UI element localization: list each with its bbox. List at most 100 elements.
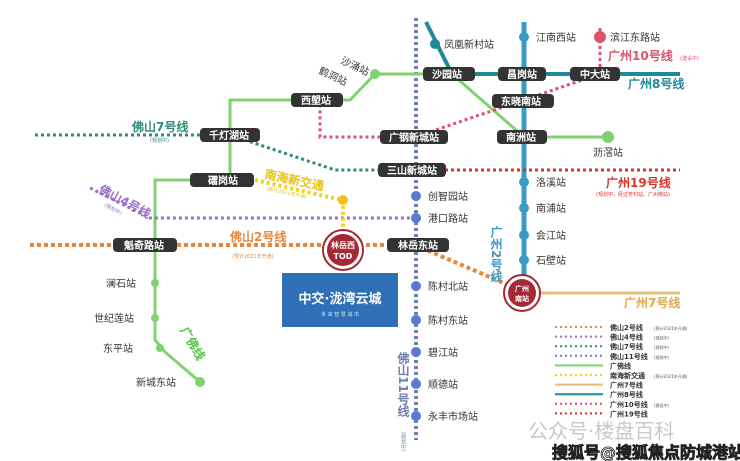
label-gz19-note: (规划中，经过芳村站、广州南站) bbox=[596, 191, 670, 198]
station-yongfeng: 永丰市场站 bbox=[428, 410, 478, 423]
svg-text:魁奇路站: 魁奇路站 bbox=[124, 239, 164, 252]
legend-label: 广州19号线 bbox=[610, 409, 648, 418]
svg-text:林岳东站: 林岳东站 bbox=[398, 239, 438, 252]
station-shijilian: 世纪莲站 bbox=[94, 312, 134, 325]
svg-text:南洲站: 南洲站 bbox=[506, 131, 536, 144]
station-lijiao: 沥滘站 bbox=[593, 146, 623, 159]
guangfo-station-dots bbox=[151, 69, 614, 387]
station-nanpu: 南浦站 bbox=[536, 202, 566, 215]
legend-label: 佛山11号线 bbox=[609, 352, 648, 361]
lines bbox=[30, 18, 680, 440]
legend-note: (规划中) bbox=[654, 354, 670, 360]
interchange-leigang: 礌岗站 bbox=[190, 173, 254, 187]
interchange-qiandenghu: 千灯湖站 bbox=[200, 128, 260, 142]
project-name: 中交·泷湾云城 bbox=[299, 291, 382, 307]
station-shibi: 石壁站 bbox=[536, 254, 566, 267]
svg-text:广钢新城站: 广钢新城站 bbox=[389, 131, 439, 144]
hub-guangzhou-south: 广州 南站 bbox=[503, 274, 541, 312]
interchange-dongxiaonan: 东晓南站 bbox=[492, 94, 554, 108]
interchange-changgang: 昌岗站 bbox=[498, 67, 546, 81]
svg-text:东晓南站: 东晓南站 bbox=[501, 95, 541, 108]
dot-binjiang bbox=[594, 31, 606, 43]
svg-text:西塱站: 西塱站 bbox=[301, 94, 331, 107]
legend-label: 佛山7号线 bbox=[609, 342, 643, 351]
station-gangkou: 港口路站 bbox=[428, 212, 468, 225]
interchange-xilang: 西塱站 bbox=[291, 93, 343, 107]
label-gz10-note: (建设中) bbox=[680, 55, 699, 62]
nanhai-tram-line bbox=[254, 178, 345, 235]
hub-linyuexi-name: 林岳西 bbox=[331, 240, 355, 250]
label-gz19: 广州19号线 bbox=[606, 175, 671, 190]
interchange-guanggang: 广钢新城站 bbox=[380, 130, 448, 144]
project-logo: 中交·泷湾云城 未 来 智 慧 城 市 bbox=[282, 273, 398, 327]
legend-item: 佛山4号线 (规划中) bbox=[555, 333, 670, 342]
legend-item: 广州8号线 bbox=[555, 390, 643, 399]
sohu-watermark: 搜狐号@搜狐焦点防城港站 bbox=[552, 443, 740, 461]
station-chuangzhi: 创智园站 bbox=[428, 190, 468, 203]
hub-linyuexi-sub: TOD bbox=[334, 252, 353, 261]
svg-text:礌岗站: 礌岗站 bbox=[207, 174, 238, 187]
label-fs4: 佛山4号线 bbox=[96, 181, 154, 221]
gz2-station-dots bbox=[519, 32, 529, 265]
station-chencundong: 陈村东站 bbox=[428, 314, 468, 327]
legend-label: 广佛线 bbox=[610, 361, 631, 370]
station-chencunbei: 陈村北站 bbox=[428, 280, 468, 293]
interchange-sanshan: 三山新城站 bbox=[378, 163, 446, 177]
legend-item: 佛山11号线 (规划中) bbox=[555, 352, 670, 361]
station-jiangnanxi: 江南西站 bbox=[536, 31, 576, 44]
station-dongping: 东平站 bbox=[103, 342, 133, 355]
legend-label: 南海新交通 bbox=[610, 371, 646, 380]
interchange-linyuedong: 林岳东站 bbox=[387, 238, 449, 252]
interchange-nanzhou: 南洲站 bbox=[497, 130, 547, 144]
foshan-7-line bbox=[35, 133, 415, 172]
wechat-watermark: 公众号·楼盘百科 bbox=[528, 419, 674, 443]
legend-note: (规划中) bbox=[654, 344, 670, 350]
legend-note: (预计2021年开通) bbox=[654, 373, 688, 379]
legend-label: 广州10号线 bbox=[610, 400, 648, 409]
label-fs7-note: (规划中) bbox=[150, 137, 169, 144]
station-lanshi: 澜石站 bbox=[106, 277, 136, 290]
foshan-4-line bbox=[89, 186, 416, 220]
legend-item: 南海新交通 (预计2021年开通) bbox=[555, 371, 688, 380]
legend-item: 广州7号线 bbox=[555, 381, 643, 390]
guangfo-line bbox=[375, 72, 608, 139]
legend-label: 广州7号线 bbox=[610, 381, 643, 390]
label-guangfo: 广佛线 bbox=[177, 324, 208, 363]
hub-gznan-name: 广州 bbox=[515, 284, 529, 293]
legend-label: 广州8号线 bbox=[610, 390, 643, 399]
svg-text:三山新城站: 三山新城站 bbox=[387, 164, 437, 177]
station-shachong: 沙涌站 bbox=[339, 54, 372, 78]
dot-fenghuang bbox=[430, 39, 440, 49]
legend-item: 广佛线 bbox=[555, 361, 631, 370]
label-fs2: 佛山2号线 bbox=[229, 229, 286, 244]
hub-gznan-sub: 南站 bbox=[515, 294, 529, 303]
hub-linyuexi: 林岳西 TOD bbox=[322, 229, 364, 271]
svg-text:沙园站: 沙园站 bbox=[432, 68, 462, 81]
svg-text:千灯湖站: 千灯湖站 bbox=[209, 129, 249, 142]
station-binjiang: 滨江东路站 bbox=[610, 31, 660, 44]
legend-note: (建设中) bbox=[654, 402, 670, 408]
legend-item: 广州10号线 (建设中) bbox=[555, 400, 670, 409]
station-bijiang: 碧江站 bbox=[428, 346, 458, 359]
svg-text:中大站: 中大站 bbox=[580, 68, 610, 81]
station-xinchengdong: 新城东站 bbox=[136, 376, 176, 389]
interchange-zhongda: 中大站 bbox=[570, 67, 620, 81]
svg-text:昌岗站: 昌岗站 bbox=[507, 68, 537, 81]
label-gz10: 广州10号线 bbox=[608, 48, 673, 63]
station-luoxi: 洛溪站 bbox=[536, 176, 566, 189]
label-gz7: 广州7号线 bbox=[624, 295, 680, 310]
label-fs11-note: (规划中) bbox=[400, 432, 406, 451]
interchange-stations: 沙园站 昌岗站 中大站 西塱站 东晓南站 广钢新城站 南洲站 千灯湖站 礌岗站 … bbox=[113, 67, 620, 252]
legend-note: (规划中) bbox=[654, 335, 670, 341]
legend-label: 佛山4号线 bbox=[609, 333, 643, 342]
station-fenghuang: 凤凰新村站 bbox=[444, 38, 494, 51]
legend-label: 佛山2号线 bbox=[609, 323, 643, 332]
interchange-kuiqi: 魁奇路站 bbox=[113, 238, 177, 252]
legend-item: 广州19号线 bbox=[555, 409, 648, 418]
legend-item: 佛山7号线 (规划中) bbox=[555, 342, 670, 351]
interchange-shayuan: 沙园站 bbox=[423, 67, 475, 81]
legend: 佛山2号线(预计2021年开通)佛山4号线(规划中)佛山7号线(规划中)佛山11… bbox=[555, 323, 688, 418]
nanhai-tram-end bbox=[338, 195, 348, 205]
station-shunde: 顺德站 bbox=[428, 378, 458, 391]
